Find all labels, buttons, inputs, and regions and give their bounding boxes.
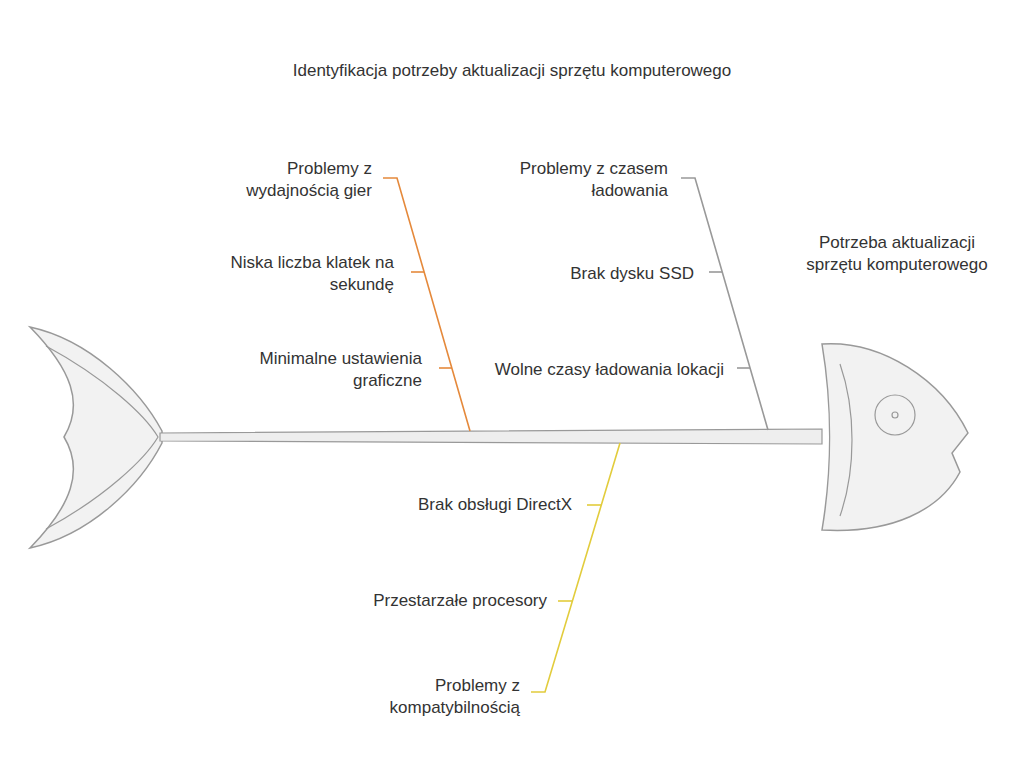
fish-tail [30, 327, 162, 548]
fish-gill [840, 364, 852, 516]
fish-head-shape [822, 344, 968, 531]
cause-bone [383, 178, 470, 431]
cause-label: Problemy z wydajnością gier [192, 158, 372, 202]
cause-label: Problemy z czasem ładowania [456, 158, 668, 202]
fish-tail-line [46, 346, 158, 529]
cause-bone [531, 443, 620, 692]
fish-spine [160, 429, 822, 444]
cause-label: Niska liczba klatek na sekundę [162, 252, 394, 296]
cause-label: Przestarzałe procesory [277, 590, 547, 612]
cause-label: Wolne czasy ładowania lokacji [474, 359, 724, 381]
fish-head-outline [800, 232, 994, 538]
cause-label: Brak dysku SSD [519, 263, 694, 285]
cause-label: Brak obsługi DirectX [322, 494, 572, 516]
effect-label: Potrzeba aktualizacji sprzętu komputerow… [804, 232, 990, 276]
cause-label: Minimalne ustawienia graficzne [216, 348, 422, 392]
diagram-title: Identyfikacja potrzeby aktualizacji sprz… [293, 60, 731, 82]
fish-pupil [892, 412, 898, 418]
cause-label: Problemy z kompatybilnością [370, 675, 520, 719]
fish-eye [875, 395, 915, 435]
cause-bone [681, 178, 768, 430]
fish-head: Potrzeba aktualizacji sprzętu komputerow… [800, 232, 994, 538]
